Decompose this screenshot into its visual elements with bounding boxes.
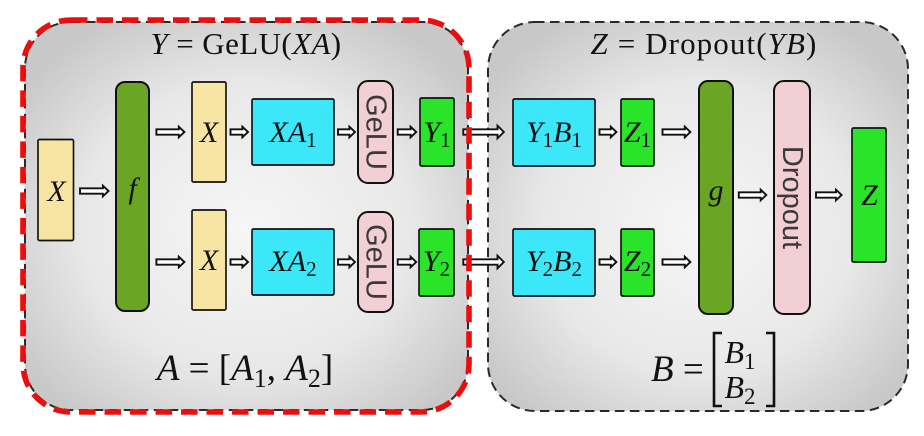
- svg-text:XA2: XA2: [268, 245, 316, 281]
- svg-text:Dropout: Dropout: [776, 146, 808, 249]
- svg-text:Z: Z: [861, 179, 878, 212]
- svg-text:GeLU: GeLU: [360, 94, 392, 170]
- svg-text:B =: B =: [651, 349, 704, 390]
- svg-text:B1: B1: [724, 334, 755, 374]
- svg-text:Y1: Y1: [423, 116, 450, 152]
- svg-text:g: g: [709, 174, 724, 207]
- svg-text:Y2B2: Y2B2: [526, 245, 582, 281]
- svg-text:Y1B1: Y1B1: [526, 116, 582, 152]
- svg-text:Z2: Z2: [624, 245, 651, 281]
- svg-text:A = [A1, A2]: A = [A1, A2]: [154, 348, 333, 393]
- svg-text:X: X: [199, 116, 220, 149]
- svg-text:GeLU: GeLU: [360, 224, 392, 300]
- svg-text:B2: B2: [724, 369, 755, 409]
- svg-text:Z = Dropout(YB): Z = Dropout(YB): [591, 26, 818, 61]
- svg-text:Y = GeLU(XA): Y = GeLU(XA): [150, 26, 341, 61]
- svg-text:X: X: [46, 175, 67, 208]
- svg-text:Y2: Y2: [423, 245, 450, 281]
- svg-text:Z1: Z1: [624, 116, 651, 152]
- svg-text:X: X: [199, 244, 220, 277]
- svg-text:XA1: XA1: [268, 116, 316, 152]
